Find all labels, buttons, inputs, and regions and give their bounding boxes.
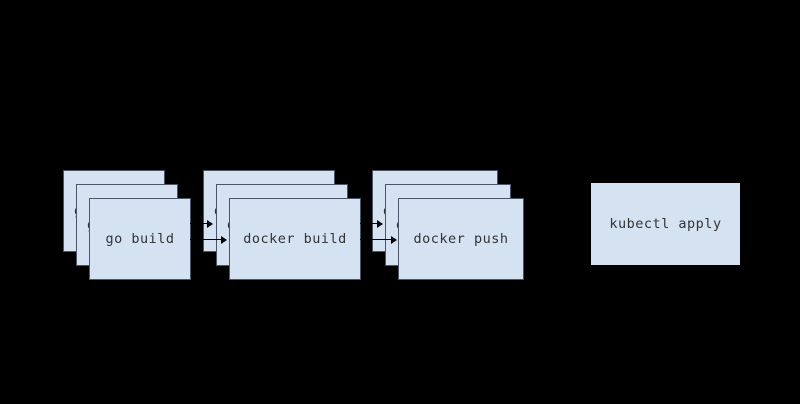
card-label: docker push [413,231,509,247]
arrow-docker-build-to-docker-push-upper [360,219,383,228]
card-label: docker build [243,231,347,247]
arrow-go-build-to-docker-build-upper [190,219,213,228]
card-label: go build [105,231,175,247]
box-kubectl-apply[interactable]: kubectl apply [591,183,740,265]
box-label: kubectl apply [609,216,722,232]
arrow-docker-build-to-docker-push-lower [360,235,397,244]
card-go-build-front[interactable]: go build [89,198,191,280]
arrow-go-build-to-docker-build-lower [190,235,227,244]
card-docker-push-front[interactable]: docker push [398,198,524,280]
card-docker-build-front[interactable]: docker build [229,198,361,280]
